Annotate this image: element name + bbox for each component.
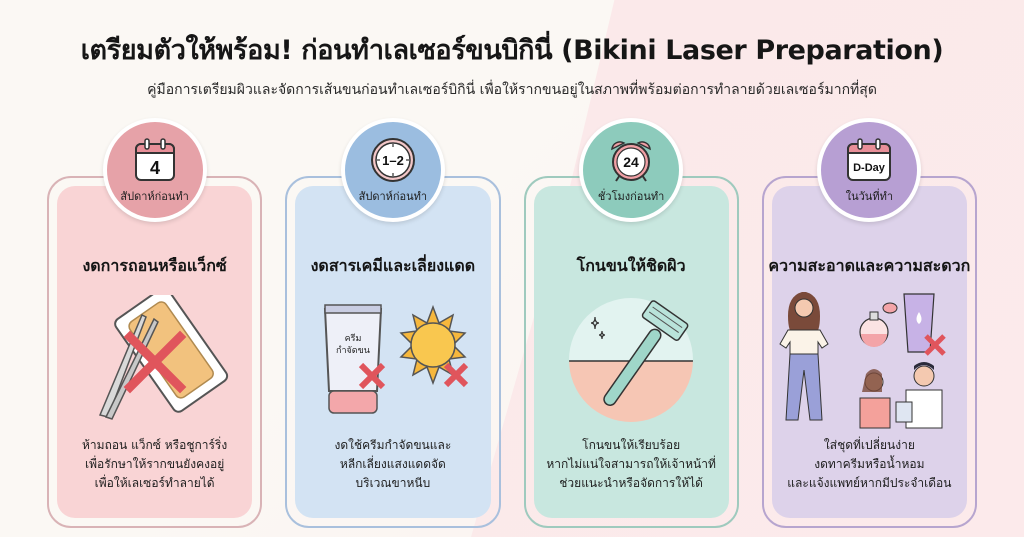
svg-text:กำจัดขน: กำจัดขน xyxy=(336,345,370,356)
doctor-consultation-icon xyxy=(859,362,943,429)
cream-tube-icon: ครีม กำจัดขน xyxy=(323,304,382,414)
svg-text:ครีม: ครีม xyxy=(344,333,361,344)
calendar-icon: D-Day xyxy=(847,138,892,181)
steps-row: 4 สัปดาห์ก่อนทำ งดการถอนหรือแว็กซ์ xyxy=(47,118,977,533)
svg-text:4: 4 xyxy=(150,158,160,178)
header: เตรียมตัวให้พร้อม! ก่อนทำเลเซอร์ขนบิกินี… xyxy=(0,0,1024,101)
svg-text:1–2: 1–2 xyxy=(382,153,404,168)
sparkle-icon xyxy=(591,316,606,340)
timing-badge: 4 สัปดาห์ก่อนทำ xyxy=(102,118,207,222)
perfume-icon xyxy=(859,302,898,347)
card-description: โกนขนให้เรียบร้อย หากไม่แน่ใจสามารถให้เจ… xyxy=(546,438,716,490)
timing-badge: 1–2 สัปดาห์ก่อนทำ xyxy=(340,118,445,222)
badge-label: สัปดาห์ก่อนทำ xyxy=(358,190,428,203)
d-day-illustration xyxy=(762,290,977,430)
card-heading: ความสะอาดและความสะดวก xyxy=(768,256,971,275)
card-heading: โกนขนให้ชิดผิว xyxy=(576,256,686,275)
step-card-24-hours: 24 ชั่วโมงก่อนทำ โกนขนให้ชิดผิว xyxy=(523,118,739,528)
cream-sun-illustration: ครีม กำจัดขน xyxy=(285,290,500,430)
step-card-1-2-weeks: 1–2 สัปดาห์ก่อนทำ งดสารเคมีและเลี่ยงแดด … xyxy=(285,118,501,528)
step-card-4-weeks: 4 สัปดาห์ก่อนทำ งดการถอนหรือแว็กซ์ xyxy=(47,118,263,528)
svg-text:24: 24 xyxy=(623,154,639,170)
alarm-clock-icon: 24 xyxy=(611,141,652,182)
lotion-tube-icon xyxy=(903,293,936,353)
tweezers-wax-illustration xyxy=(47,290,262,430)
badge-label: ในวันที่ทำ xyxy=(845,190,893,203)
card-description: งดใช้ครีมกำจัดขนและ หลีกเลี่ยงแสงแดดจัด … xyxy=(334,438,452,490)
card-heading: งดการถอนหรือแว็กซ์ xyxy=(82,256,227,275)
razor-icon xyxy=(603,300,689,406)
razor-illustration xyxy=(524,290,739,430)
calendar-icon: 4 xyxy=(134,138,175,181)
card-heading: งดสารเคมีและเลี่ยงแดด xyxy=(310,256,476,275)
card-description: ห้ามถอน แว็กซ์ หรือชูการ์ริ่ง เพื่อรักษา… xyxy=(82,438,228,490)
svg-text:D-Day: D-Day xyxy=(853,162,886,174)
timing-badge: 24 ชั่วโมงก่อนทำ xyxy=(579,118,684,222)
badge-label: สัปดาห์ก่อนทำ xyxy=(120,190,189,203)
cross-icon xyxy=(123,330,186,394)
step-card-d-day: D-Day ในวันที่ทำ ความสะอาดและความสะดวก xyxy=(761,118,977,528)
card-description: ใส่ชุดที่เปลี่ยนง่าย งดทาครีมหรือน้ำหอม … xyxy=(787,438,952,490)
timing-badge: D-Day ในวันที่ทำ xyxy=(817,118,922,222)
woman-loose-clothes-icon xyxy=(779,292,830,421)
clock-icon: 1–2 xyxy=(370,138,415,182)
badge-label: ชั่วโมงก่อนทำ xyxy=(597,190,665,203)
page-title: เตรียมตัวให้พร้อม! ก่อนทำเลเซอร์ขนบิกินี… xyxy=(80,35,944,66)
page-subtitle: คู่มือการเตรียมผิวและจัดการเส้นขนก่อนทำเ… xyxy=(147,82,877,98)
